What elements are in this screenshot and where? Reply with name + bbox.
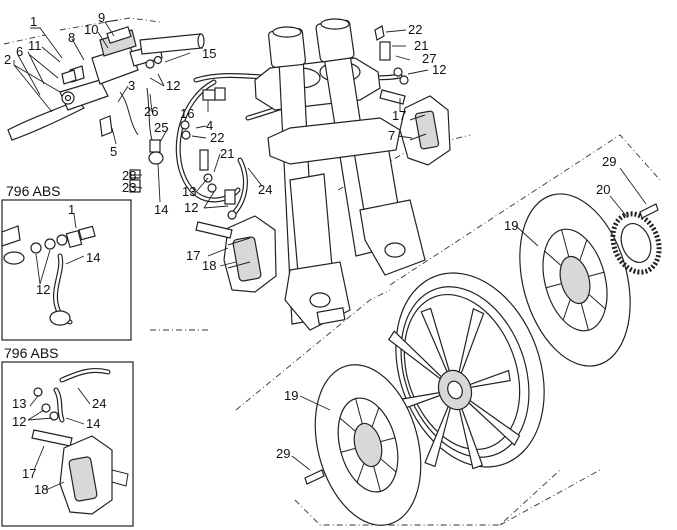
callout-22-left: 22 [210, 130, 224, 145]
inset-bottom-callout-18: 18 [34, 482, 48, 497]
inset-bottom-title: 796 ABS [4, 345, 59, 361]
callout-25: 25 [154, 120, 168, 135]
callout-26: 26 [144, 104, 158, 119]
caliper-left [195, 215, 277, 293]
brake-lever [7, 79, 109, 141]
callout-6: 6 [16, 44, 23, 59]
callout-4: 4 [206, 118, 213, 133]
caliper-right [379, 89, 451, 166]
callout-7: 7 [388, 128, 395, 143]
callout-12-right: 12 [432, 62, 446, 77]
brake-disc-left [314, 364, 422, 526]
disc-bolts [304, 203, 659, 485]
callout-15: 15 [202, 46, 216, 61]
hose-fittings [180, 25, 409, 220]
inset-top-title: 796 ABS [6, 183, 61, 199]
front-fork [254, 18, 426, 331]
callout-12-top: 12 [166, 78, 180, 93]
callout-12-mid: 12 [184, 200, 198, 215]
reservoir-hose [139, 33, 205, 55]
callout-11: 11 [28, 38, 42, 53]
callout-21-left: 21 [220, 146, 234, 161]
callout-1: 1 [30, 14, 37, 29]
inset-bottom-callout-17: 17 [22, 466, 36, 481]
inset-top-callout-12: 12 [36, 282, 50, 297]
callout-17-left: 17 [186, 248, 200, 263]
callout-17-right: 17 [392, 108, 406, 123]
inset-top: 796 ABS 1 14 12 [1, 183, 132, 341]
callout-labels: 1 9 10 8 11 6 2 3 5 15 12 26 25 16 4 22 … [4, 10, 616, 461]
callout-14: 14 [154, 202, 168, 217]
callout-5: 5 [110, 144, 117, 159]
inset-bottom-callout-14: 14 [86, 416, 100, 431]
inset-top-callout-1: 1 [68, 202, 75, 217]
inset-bottom: 796 ABS 13 24 12 14 17 18 [1, 345, 134, 527]
switch-and-bolt [129, 87, 164, 193]
front-wheel [387, 272, 545, 470]
callout-27: 27 [422, 51, 436, 66]
callout-23: 23 [122, 180, 136, 195]
callout-19-bottom: 19 [284, 388, 298, 403]
callout-8: 8 [68, 30, 75, 45]
callout-29-bottom: 29 [276, 446, 290, 461]
callout-2: 2 [4, 52, 11, 67]
callout-22-right: 22 [408, 22, 422, 37]
brake-disc-right [519, 193, 631, 367]
inset-bottom-callout-12: 12 [12, 414, 26, 429]
callout-13: 13 [182, 184, 196, 199]
leader-lines [13, 19, 647, 471]
inset-bottom-callout-24: 24 [92, 396, 106, 411]
callout-19-top: 19 [504, 218, 518, 233]
callout-24: 24 [258, 182, 272, 197]
callout-9: 9 [98, 10, 105, 25]
callout-18-left: 18 [202, 258, 216, 273]
callout-20: 20 [596, 182, 610, 197]
inset-top-callout-14: 14 [86, 250, 100, 265]
master-cylinder [61, 26, 163, 137]
callout-3: 3 [128, 78, 135, 93]
callout-29-top: 29 [602, 154, 616, 169]
callout-16: 16 [180, 106, 194, 121]
callout-28: 28 [122, 168, 136, 183]
callout-10: 10 [84, 22, 98, 37]
inset-bottom-callout-13: 13 [12, 396, 26, 411]
callout-21-right: 21 [414, 38, 428, 53]
